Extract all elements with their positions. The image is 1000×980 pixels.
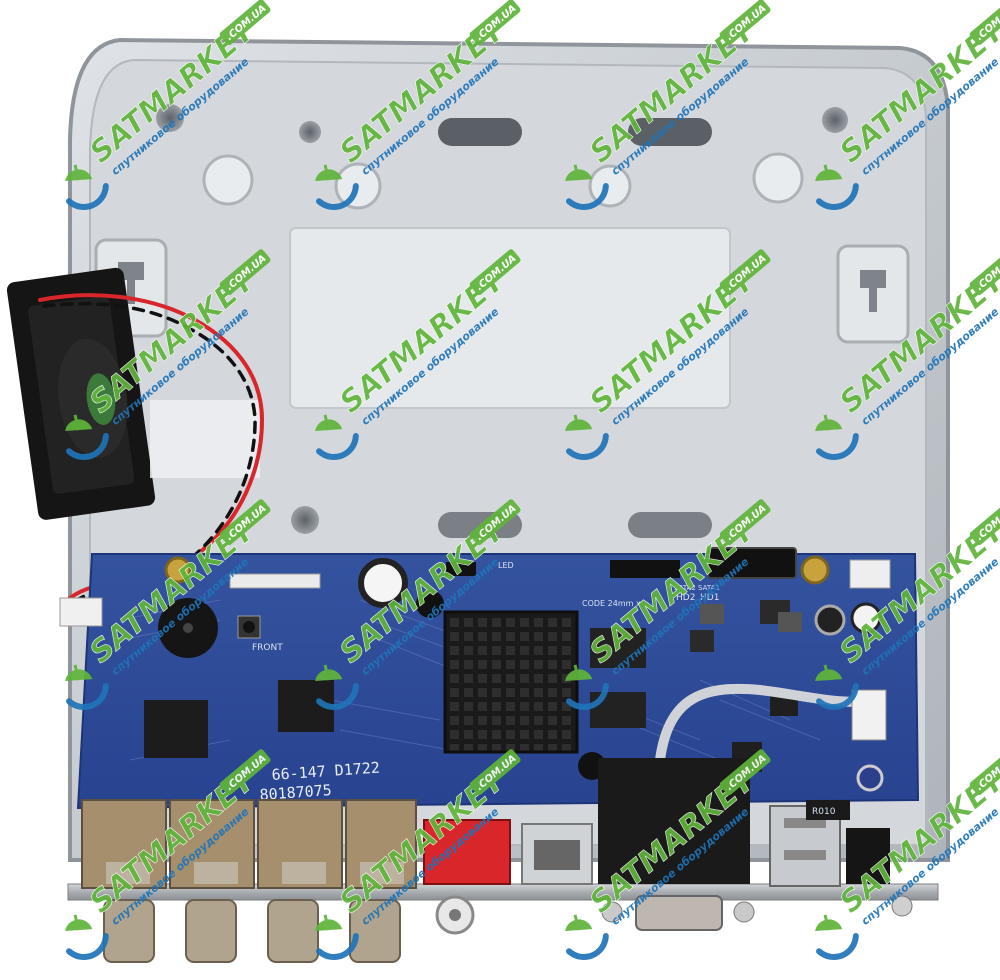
satellite-dish-icon [65, 414, 109, 461]
satellite-dish-icon [565, 914, 609, 961]
pcb-code-marking: CODE 24mm x [582, 599, 641, 608]
satellite-dish-icon [315, 414, 359, 461]
heatsink [443, 610, 579, 754]
satellite-dish-icon [315, 164, 359, 211]
satellite-dish-icon [315, 664, 359, 711]
dc-power-jack [846, 828, 890, 884]
satellite-dish-icon [65, 164, 109, 211]
pcb-front-marking: FRONT [252, 643, 283, 653]
cooling-fan [6, 267, 260, 520]
pcb-hd2-marking: HD2 [676, 593, 695, 603]
satellite-dish-icon [815, 914, 859, 961]
satellite-dish-icon [65, 664, 109, 711]
ic-chips [144, 600, 798, 772]
rear-panel: R010 [67, 758, 939, 963]
main-pcb: 66-147 D1722 80187075 FRONT CODE 24mm x … [59, 547, 920, 810]
satellite-dish-icon [565, 414, 609, 461]
satellite-dish-icon [315, 914, 359, 961]
bnc-connectors [81, 799, 417, 963]
pcb-led-marking: LED [498, 561, 514, 570]
pcb-sata1-marking: SATA1 [698, 584, 720, 592]
satellite-dish-icon [815, 664, 859, 711]
satellite-dish-icon [65, 914, 109, 961]
pcb-r010-marking: R010 [812, 807, 836, 817]
hdmi-port [707, 547, 797, 579]
pcb-serial-marking: 80187075 [259, 781, 332, 804]
satellite-dish-icon [815, 414, 859, 461]
satellite-dish-icon [565, 164, 609, 211]
satellite-dish-icon [815, 164, 859, 211]
pcb-sata2-marking: SATA2 [674, 584, 696, 592]
pcb-hd1-marking: HD1 [700, 593, 719, 603]
rca-audio-jack [423, 819, 511, 885]
satellite-dish-icon [565, 664, 609, 711]
